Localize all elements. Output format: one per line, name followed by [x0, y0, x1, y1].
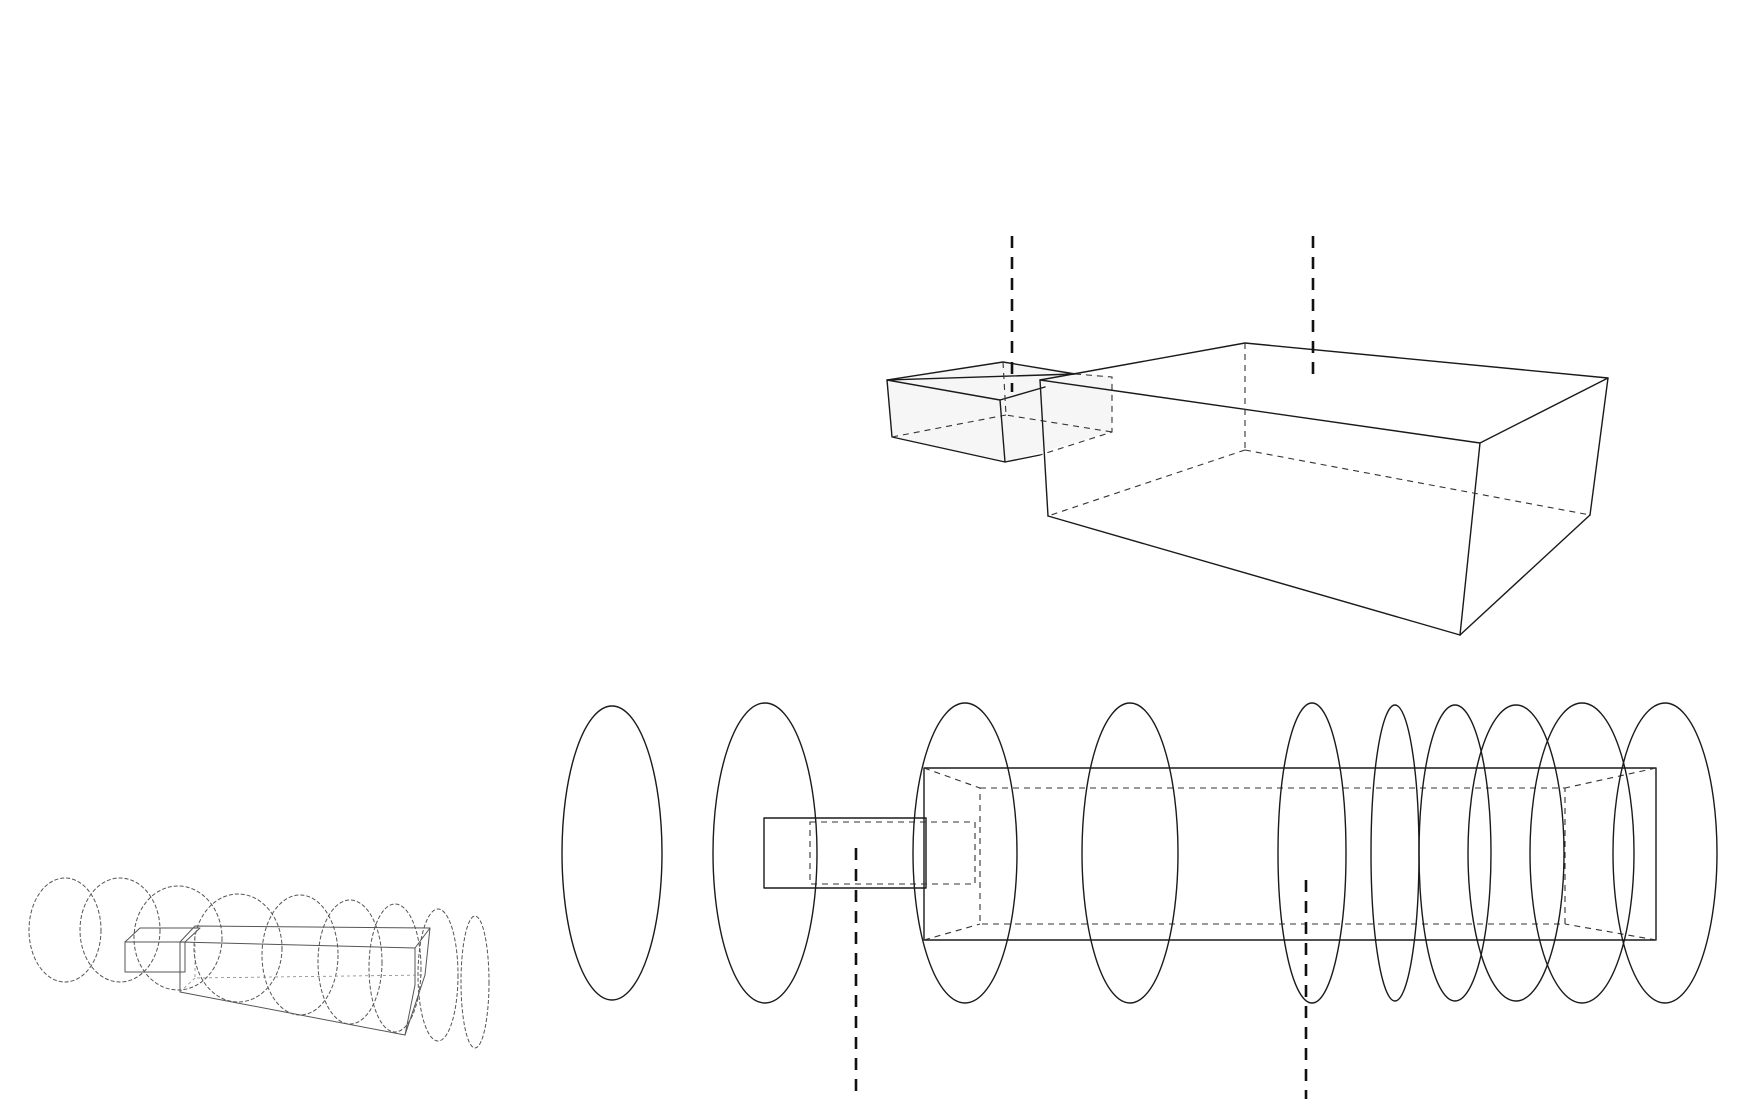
- coil-loop: [1418, 704, 1492, 1002]
- large-box-hidden-right: [1244, 449, 1591, 516]
- spring-large-box-depth: [923, 923, 981, 941]
- large-box-top-face: [1039, 342, 1609, 444]
- coil-loop: [368, 903, 422, 1033]
- coil-loop: [1467, 704, 1565, 1002]
- spring-coil: [561, 702, 1718, 1004]
- spring-large-box-front: [923, 767, 1657, 941]
- coil-loop: [1612, 702, 1718, 1004]
- coil-loop: [912, 702, 1018, 1004]
- coil-loop: [417, 908, 459, 1042]
- coil-loop: [79, 877, 161, 983]
- coil-loop: [193, 893, 283, 1003]
- large-box-hidden-left: [1047, 449, 1246, 517]
- coil-loop: [261, 894, 339, 1016]
- exploded-small-box: [886, 361, 1113, 463]
- large-box-left-edge: [1039, 379, 1049, 517]
- thumbnail-small-box-top: [124, 927, 201, 943]
- small-box-top-back: [886, 361, 1076, 381]
- spring-with-boxes: [561, 702, 1718, 1099]
- thumbnail-hidden-edge: [179, 977, 196, 993]
- coil-loop: [561, 705, 663, 1001]
- thumbnail-spring-assembly: [28, 877, 490, 1049]
- coil-loop: [1370, 704, 1420, 1002]
- large-box-bottom-right: [1459, 514, 1591, 636]
- thumbnail-coil: [28, 877, 490, 1049]
- thumbnail-edge: [404, 974, 426, 1036]
- spring-small-box: [763, 817, 976, 889]
- small-box-top-edge: [999, 386, 1046, 401]
- small-box-hidden-bottom: [891, 414, 1007, 438]
- thumbnail-hidden-edges: [194, 926, 426, 979]
- coil-loop: [317, 899, 383, 1025]
- spring-small-box-back: [809, 821, 976, 885]
- coil-loop: [712, 702, 818, 1004]
- coil-loop: [1081, 702, 1179, 1004]
- thumbnail-large-box: [179, 941, 416, 1036]
- thumbnail-large-box-top: [179, 925, 431, 949]
- thumbnail-edge: [424, 927, 431, 976]
- spring-large-box-depth: [1564, 767, 1657, 789]
- large-box-right-edge: [1589, 377, 1609, 516]
- spring-large-box-depth: [923, 767, 981, 789]
- coil-loop: [28, 877, 102, 983]
- spring-large-box-depth: [1564, 923, 1657, 941]
- spring-large-box-back: [979, 787, 1566, 925]
- coil-loop: [1277, 702, 1347, 1004]
- spring-large-box: [923, 767, 1657, 941]
- coil-loop: [133, 885, 223, 991]
- small-box-bottom-edge: [1004, 454, 1041, 463]
- exploded-large-box: [1039, 342, 1609, 636]
- small-box-hidden-back: [1002, 361, 1113, 433]
- exploded-box-pair: [886, 236, 1609, 636]
- large-box-bottom-front: [1047, 515, 1461, 636]
- large-box-front-edge: [1459, 442, 1481, 636]
- coil-loop: [1529, 702, 1635, 1004]
- thumbnail-small-box: [124, 941, 186, 973]
- spring-small-box-front: [763, 817, 927, 889]
- coil-loop: [460, 915, 490, 1049]
